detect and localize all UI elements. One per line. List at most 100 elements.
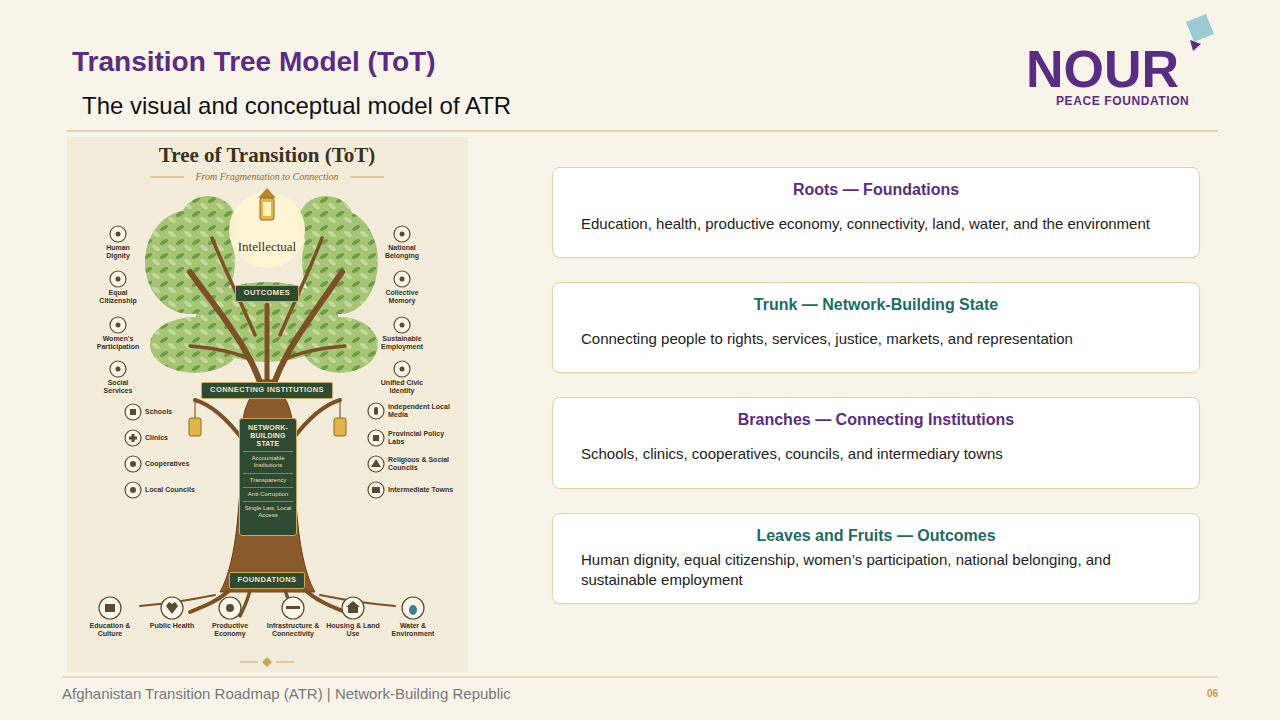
foundation-icon — [161, 597, 183, 619]
institution-icon — [125, 404, 141, 420]
card-body: Education, health, productive economy, c… — [581, 200, 1171, 247]
outcome-icon — [110, 361, 126, 377]
concept-card: Branches — Connecting InstitutionsSchool… — [552, 397, 1200, 489]
ornament-line — [150, 177, 184, 178]
canopy-cluster — [298, 196, 354, 248]
institution-label: Schools — [145, 408, 197, 416]
icon-glyph — [116, 323, 121, 328]
foundation-icon — [402, 597, 424, 619]
page-number: 06 — [1207, 688, 1218, 699]
footer-text: Afghanistan Transition Roadmap (ATR) | N… — [62, 685, 511, 702]
outcome-icon — [394, 271, 410, 287]
concept-card: Leaves and Fruits — OutcomesHuman dignit… — [552, 513, 1200, 604]
card-body: Human dignity, equal citizenship, women’… — [581, 546, 1171, 593]
icon-set — [99, 226, 424, 619]
institution-icon — [368, 403, 384, 419]
icon-glyph — [226, 604, 234, 612]
ornament-line — [240, 662, 258, 663]
lantern-light — [263, 202, 271, 216]
foundation-label: Public Health — [144, 622, 200, 630]
foundation-label: Productive Economy — [202, 622, 258, 638]
institution-label: Provincial Policy Labs — [388, 430, 454, 446]
institution-icon — [368, 430, 384, 446]
footer-rule — [62, 677, 1218, 678]
crown-label: Intellectual — [222, 239, 312, 255]
ornament-line — [276, 662, 294, 663]
foundation-icon — [219, 597, 241, 619]
institution-label: Local Councils — [145, 486, 197, 494]
canopy-cluster — [180, 196, 236, 248]
foundation-icon — [99, 597, 121, 619]
icon-glyph — [373, 435, 379, 441]
panel-item: Accountable Institutions — [243, 451, 293, 469]
institution-icon — [368, 482, 384, 498]
foundation-label: Water & Environment — [385, 622, 441, 638]
illustration-subtitle: From Fragmentation to Connection — [167, 171, 367, 183]
outcome-label: Collective Memory — [380, 289, 424, 305]
panel-item: Transparency — [243, 473, 293, 484]
card-heading: Trunk — Network-Building State — [581, 295, 1171, 315]
icon-glyph — [400, 323, 405, 328]
foundation-label: Education & Culture — [82, 622, 138, 638]
institution-label: Intermediate Towns — [388, 486, 454, 494]
root — [303, 588, 345, 612]
icon-glyph — [348, 607, 358, 613]
logo-wordmark: NOUR — [1026, 43, 1179, 95]
outcome-icon — [110, 226, 126, 242]
banner-text: FOUNDATIONS — [238, 576, 297, 584]
outcome-icon — [110, 271, 126, 287]
canopy-cluster — [180, 196, 236, 248]
foundation-icon — [282, 597, 304, 619]
outcome-icon — [394, 317, 410, 333]
branch — [283, 346, 345, 360]
card-body: Schools, clinics, cooperatives, councils… — [581, 430, 1171, 478]
institution-icon — [368, 456, 384, 472]
icon-glyph — [116, 367, 121, 372]
lantern — [334, 418, 346, 436]
institution-label: Cooperatives — [145, 460, 197, 468]
icon-glyph — [129, 437, 137, 440]
root — [240, 590, 250, 616]
outcome-label: Unified Civic Identity — [380, 379, 424, 395]
state-panel: NETWORK-BUILDING STATE Accountable Instit… — [239, 418, 297, 536]
icon-glyph — [400, 277, 405, 282]
card-heading: Roots — Foundations — [581, 180, 1171, 200]
outcome-label: Human Dignity — [96, 244, 140, 260]
institutions-banner: CONNECTING INSTITUTIONS — [201, 382, 333, 399]
foundation-icon — [342, 597, 364, 619]
outcome-icon — [394, 361, 410, 377]
header-rule — [67, 130, 1218, 132]
ornament — [262, 657, 272, 667]
lantern-chain — [195, 400, 196, 418]
outcome-icon — [110, 317, 126, 333]
ornament-line — [350, 177, 384, 178]
illustration-ground — [67, 137, 468, 672]
panel-item: Single Law, Local Access — [243, 501, 293, 519]
icon-glyph — [371, 459, 381, 467]
outcome-label: Sustainable Employment — [380, 335, 424, 351]
concept-card: Trunk — Network-Building StateConnecting… — [552, 282, 1200, 373]
lantern-glow — [229, 192, 305, 268]
branch — [195, 400, 243, 440]
lantern-chain — [340, 400, 341, 418]
card-heading: Branches — Connecting Institutions — [581, 410, 1171, 430]
card-heading: Leaves and Fruits — Outcomes — [581, 526, 1171, 546]
branch — [190, 346, 252, 360]
icon-glyph — [116, 232, 121, 237]
icon-glyph — [130, 487, 136, 493]
logo-mark — [1186, 14, 1214, 42]
outcome-label: Women's Participation — [96, 335, 140, 351]
icon-glyphs — [105, 232, 417, 616]
outcome-label: National Belonging — [380, 244, 424, 260]
icon-glyph — [105, 604, 115, 612]
branch — [292, 400, 340, 440]
icon-glyph — [346, 601, 360, 607]
tree-trunk — [220, 380, 315, 592]
canopy-cluster — [298, 196, 354, 248]
slide-subtitle: The visual and conceptual model of ATR — [82, 92, 511, 120]
slide-title: Transition Tree Model (ToT) — [72, 46, 436, 78]
concept-card: Roots — FoundationsEducation, health, pr… — [552, 167, 1200, 258]
outcome-label: Equal Citizenship — [96, 289, 140, 305]
panel-heading: NETWORK-BUILDING STATE — [243, 424, 293, 448]
icon-glyph — [409, 605, 417, 615]
